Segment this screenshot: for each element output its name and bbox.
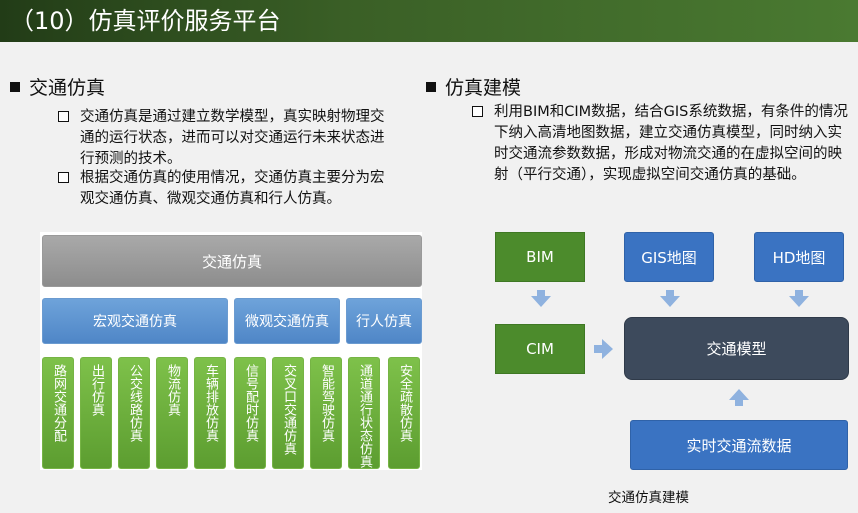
node-group-macro: 宏观交通仿真 — [42, 298, 228, 344]
node-leaf: 公交线路仿真 — [118, 357, 150, 469]
bullet-item: 利用BIM和CIM数据，结合GIS系统数据，有条件的情况下纳入高清地图数据，建立… — [472, 102, 856, 186]
bullet-text: 根据交通仿真的使用情况，交通仿真主要分为宏观交通仿真、微观交通仿真和行人仿真。 — [80, 170, 385, 207]
bullet-text: 利用BIM和CIM数据，结合GIS系统数据，有条件的情况下纳入高清地图数据，建立… — [494, 104, 848, 183]
section-heading-simulation-modeling: 仿真建模 — [426, 75, 521, 101]
bullet-item: 根据交通仿真的使用情况，交通仿真主要分为宏观交通仿真、微观交通仿真和行人仿真。 — [58, 168, 398, 210]
node-bim: BIM — [495, 232, 585, 282]
arrow-down-icon — [660, 290, 680, 307]
checkbox-bullet-icon — [58, 111, 69, 122]
bullet-item: 交通仿真是通过建立数学模型，真实映射物理交通的运行状态，进而可以对交通运行未来状… — [58, 107, 388, 170]
node-leaf: 路网交通分配 — [42, 357, 74, 469]
diagram-caption: 交通仿真建模 — [608, 490, 689, 506]
arrow-down-icon — [531, 290, 551, 307]
node-gis-map: GIS地图 — [624, 232, 714, 282]
node-cim: CIM — [495, 324, 585, 374]
node-hd-map: HD地图 — [754, 232, 844, 282]
heading-text: 交通仿真 — [29, 77, 106, 99]
node-leaf: 安全疏散仿真 — [388, 357, 420, 469]
node-leaf: 出行仿真 — [80, 357, 112, 469]
arrow-down-icon — [789, 290, 809, 307]
node-leaf: 车辆排放仿真 — [194, 357, 226, 469]
node-group-micro: 微观交通仿真 — [234, 298, 340, 344]
bullet-text: 交通仿真是通过建立数学模型，真实映射物理交通的运行状态，进而可以对交通运行未来状… — [80, 109, 385, 167]
node-leaf: 物流仿真 — [156, 357, 188, 469]
checkbox-bullet-icon — [472, 106, 483, 117]
node-group-pedestrian: 行人仿真 — [346, 298, 422, 344]
node-leaf: 交叉口交通仿真 — [272, 357, 304, 469]
node-root: 交通仿真 — [42, 235, 422, 287]
square-bullet-icon — [426, 82, 436, 92]
arrow-right-icon — [594, 339, 613, 359]
node-leaf: 通道通行状态仿真 — [348, 357, 380, 469]
node-traffic-model: 交通模型 — [624, 317, 849, 380]
header-bar — [0, 0, 858, 42]
node-leaf: 智能驾驶仿真 — [310, 357, 342, 469]
arrow-up-icon — [729, 389, 749, 406]
checkbox-bullet-icon — [58, 172, 69, 183]
node-realtime-traffic-data: 实时交通流数据 — [630, 420, 848, 470]
node-leaf: 信号配时仿真 — [234, 357, 266, 469]
heading-text: 仿真建模 — [445, 77, 522, 99]
page-title: （10）仿真评价服务平台 — [10, 7, 281, 35]
section-heading-traffic-simulation: 交通仿真 — [10, 75, 105, 101]
square-bullet-icon — [10, 82, 20, 92]
